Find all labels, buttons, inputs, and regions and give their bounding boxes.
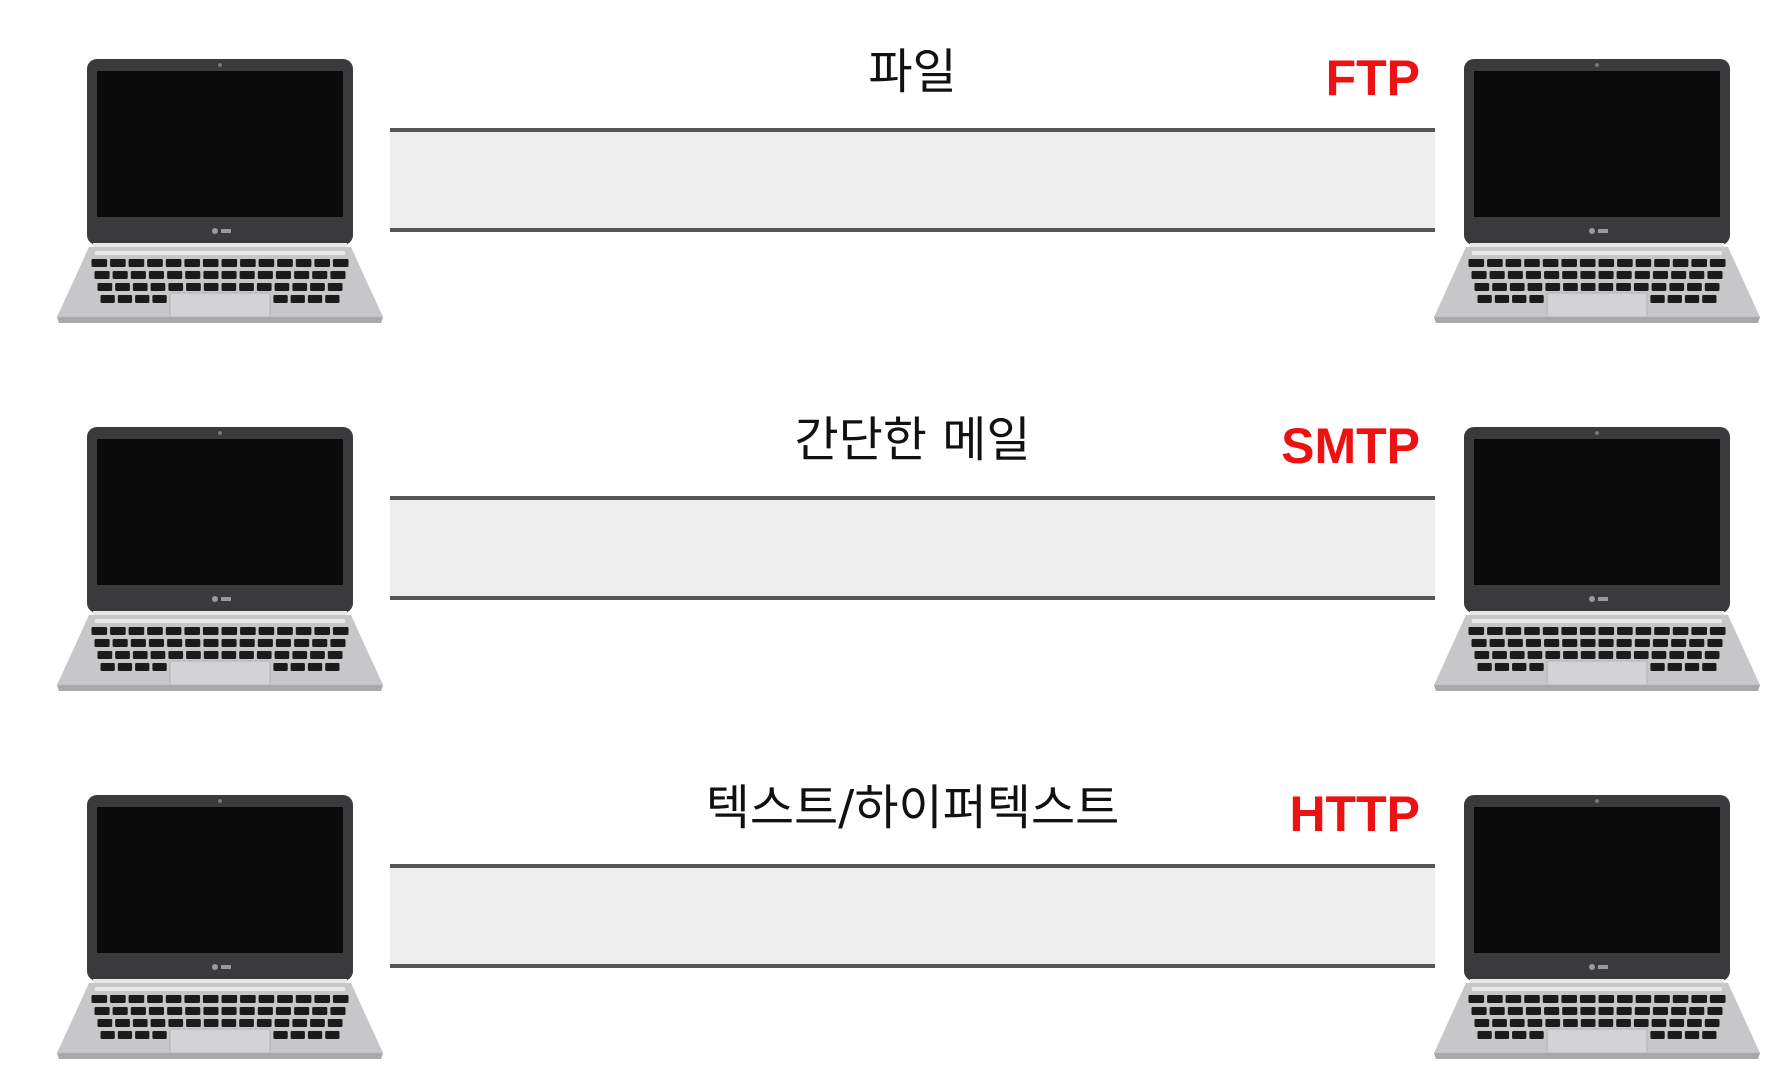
protocol-row-smtp: 간단한 메일 SMTP — [0, 368, 1780, 691]
content-type-label: 간단한 메일 — [794, 412, 1031, 468]
laptop-icon — [1432, 55, 1762, 325]
laptop-icon — [55, 55, 385, 325]
protocol-name: FTP — [1325, 50, 1420, 106]
protocol-row-http: 텍스트/하이퍼텍스트 HTTP — [0, 736, 1780, 1059]
protocol-name: SMTP — [1281, 418, 1420, 474]
protocol-row-ftp: 파일 FTP — [0, 0, 1780, 323]
protocol-name: HTTP — [1289, 786, 1420, 842]
laptop-icon — [55, 791, 385, 1061]
laptop-icon — [1432, 791, 1762, 1061]
laptop-icon — [55, 423, 385, 693]
content-type-label: 텍스트/하이퍼텍스트 — [705, 780, 1120, 836]
laptop-icon — [1432, 423, 1762, 693]
transfer-channel — [390, 864, 1435, 968]
transfer-channel — [390, 496, 1435, 600]
content-type-label: 파일 — [868, 44, 957, 100]
transfer-channel — [390, 128, 1435, 232]
